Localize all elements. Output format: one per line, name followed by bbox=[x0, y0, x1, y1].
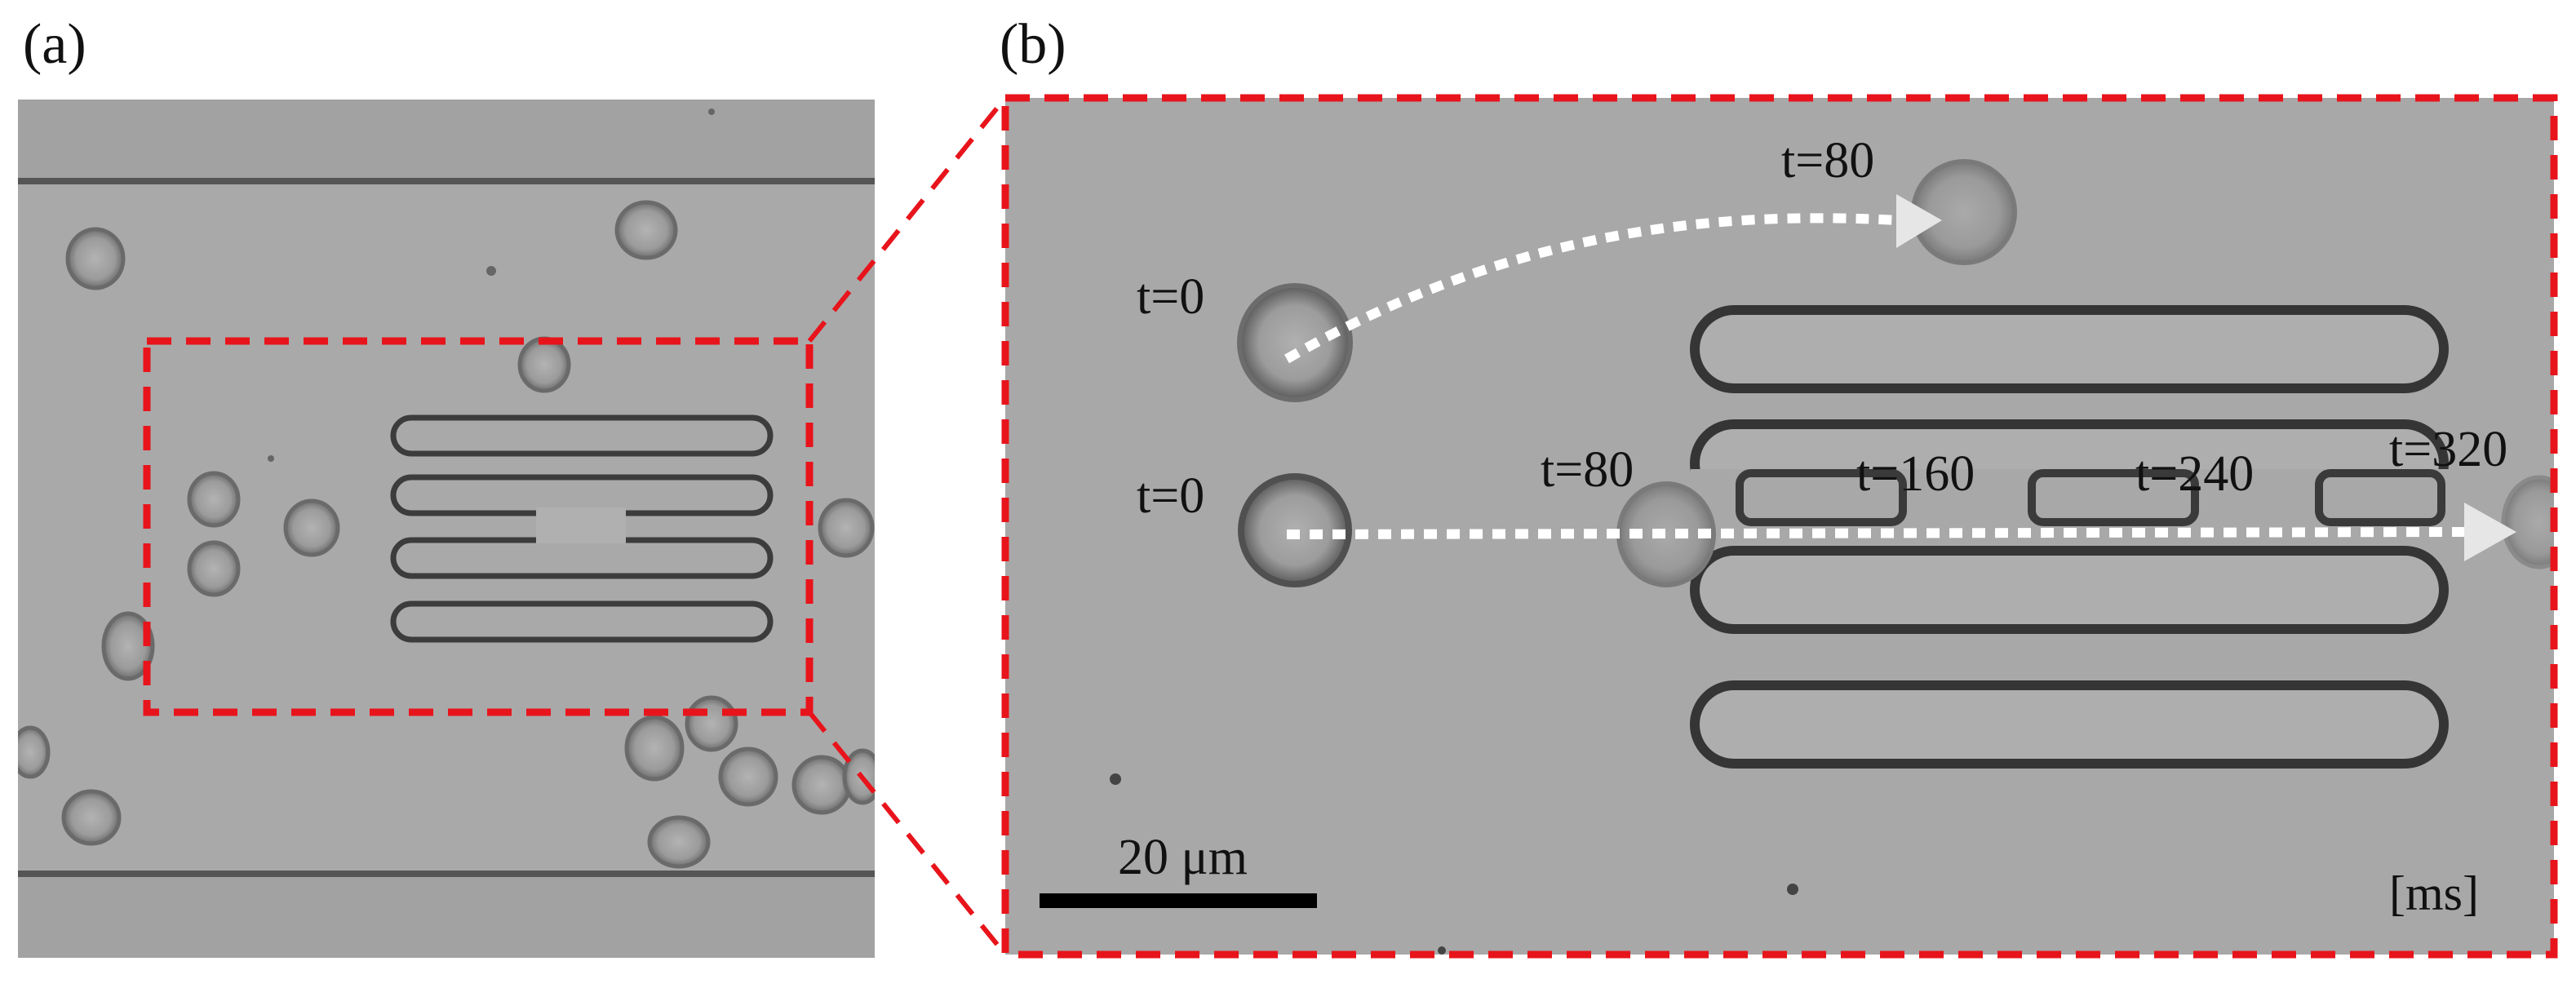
label-bottom-t320: t=320 bbox=[2389, 422, 2508, 477]
micrograph-overview bbox=[18, 100, 875, 958]
micrograph-zoom bbox=[1005, 98, 2554, 955]
label-top-t0: t=0 bbox=[1137, 269, 1205, 325]
scale-bar bbox=[1040, 893, 1317, 908]
label-bottom-t240: t=240 bbox=[2135, 446, 2255, 502]
label-bottom-t160: t=160 bbox=[1856, 446, 1975, 502]
cell-top-t80 bbox=[1911, 159, 2017, 265]
panel-a-label: (a) bbox=[23, 13, 86, 76]
channel-wall-top bbox=[18, 178, 875, 184]
label-bottom-t0: t=0 bbox=[1137, 468, 1205, 524]
label-top-t80: t=80 bbox=[1781, 133, 1875, 188]
micrograph-overview-drawing bbox=[18, 100, 875, 958]
panel-b-label: (b) bbox=[1000, 13, 1066, 76]
constriction-gap bbox=[1691, 469, 2507, 526]
micrograph-zoom-drawing bbox=[1005, 98, 2554, 955]
cell-top-t0 bbox=[1237, 283, 1353, 402]
channel-wall-bottom bbox=[18, 871, 875, 877]
scale-bar-label: 20 μm bbox=[1118, 830, 1248, 885]
label-bottom-t80: t=80 bbox=[1541, 442, 1634, 498]
trapped-cell-gap bbox=[536, 507, 626, 543]
time-unit-label: [ms] bbox=[2389, 866, 2479, 920]
